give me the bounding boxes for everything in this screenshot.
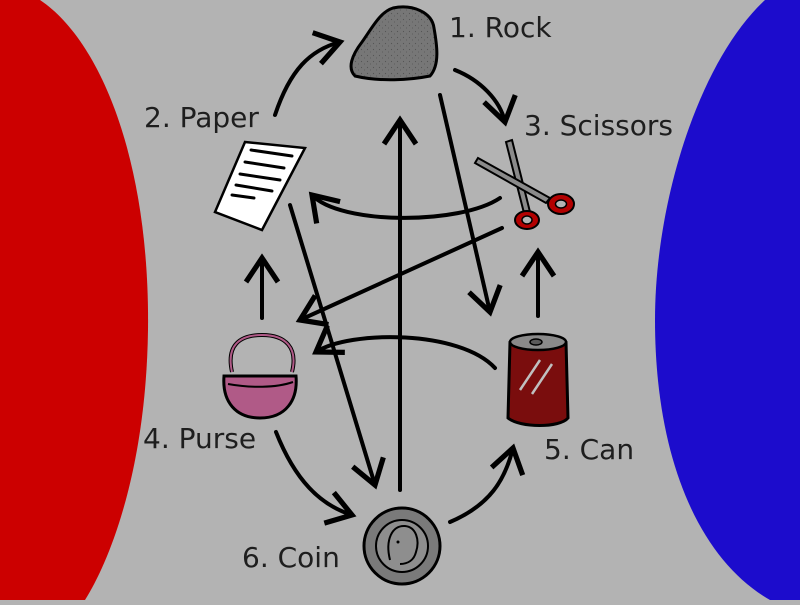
coin-label: 6. Coin [242, 544, 340, 572]
scissors-label: 3. Scissors [524, 112, 673, 140]
arrow-rock-to-scissors [455, 70, 505, 122]
arrow-coin-to-can [450, 448, 513, 522]
purse-label: 4. Purse [143, 425, 256, 453]
rock-icon [351, 7, 437, 80]
arrow-can-to-purse [316, 337, 495, 368]
arrow-purse-to-coin [276, 432, 352, 515]
scissors-icon [475, 140, 574, 229]
right-blue-panel [655, 0, 800, 600]
can-label: 5. Can [544, 436, 634, 464]
left-red-panel [0, 0, 148, 600]
arrow-scissors-to-paper [312, 195, 500, 218]
coin-icon [364, 508, 440, 584]
arrow-rock-to-can [440, 95, 490, 312]
arrow-paper-to-coin [290, 205, 375, 485]
arrow-paper-to-rock [275, 42, 340, 115]
rock-label: 1. Rock [449, 14, 552, 42]
paper-label: 2. Paper [144, 104, 259, 132]
can-icon [508, 334, 568, 426]
purse-icon [224, 335, 296, 418]
